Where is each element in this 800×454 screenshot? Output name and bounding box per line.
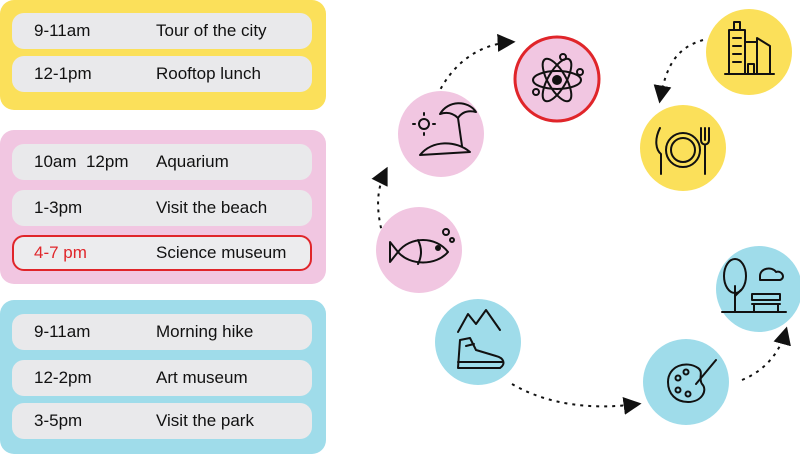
activity-flow-diagram <box>371 9 800 425</box>
fish-icon <box>389 228 455 265</box>
park-tree-bench-icon <box>721 258 787 313</box>
beach-umbrella-icon <box>412 102 477 156</box>
schedule-time: 12-1pm <box>34 64 92 83</box>
schedule-time: 4-7 pm <box>34 243 87 262</box>
schedule-group-blue: 9-11am Morning hike 12-2pm Art museum 3-… <box>0 300 326 454</box>
schedule-time: 10am 12pm <box>34 152 129 171</box>
aquarium-circle <box>376 207 462 293</box>
plate-fork-knife-icon <box>655 127 710 175</box>
schedule-activity: Art museum <box>156 368 248 387</box>
schedule-time: 9-11am <box>34 322 91 341</box>
schedule-activity: Science museum <box>156 243 287 262</box>
atom-icon <box>532 53 584 103</box>
schedule-time: 3-5pm <box>34 411 83 430</box>
hike-circle <box>435 299 521 385</box>
city-circle <box>706 9 792 95</box>
schedule-group-pink: 10am 12pm Aquarium 1-3pm Visit the beach… <box>0 130 326 284</box>
schedule-activity: Aquarium <box>156 152 229 171</box>
schedule-group-yellow: 9-11am Tour of the city 12-1pm Rooftop l… <box>0 0 326 110</box>
schedule-row: 12-2pm Art museum <box>12 360 312 396</box>
schedule-activity: Morning hike <box>156 322 254 341</box>
arrow-city-to-lunch <box>653 39 704 104</box>
schedule-time: 12-2pm <box>34 368 92 387</box>
art-circle <box>643 339 729 425</box>
schedule-time: 1-3pm <box>34 198 83 217</box>
paint-palette-icon <box>667 359 717 403</box>
schedule-activity: Rooftop lunch <box>156 64 261 83</box>
schedule-activity: Visit the park <box>156 411 254 430</box>
schedule-row: 9-11am Morning hike <box>12 314 312 350</box>
schedule-row-highlighted: 4-7 pm Science museum <box>12 235 312 271</box>
schedule-row: 10am 12pm Aquarium <box>12 144 312 180</box>
city-buildings-icon <box>724 21 775 75</box>
schedule-activity: Visit the beach <box>156 198 268 217</box>
arrow-palette-to-park <box>741 326 791 381</box>
arrow-boot-to-palette <box>511 383 642 415</box>
schedule-row: 12-1pm Rooftop lunch <box>12 56 312 92</box>
hiking-boot-icon <box>457 309 505 369</box>
flow-arrows <box>371 33 791 415</box>
schedule-activity: Tour of the city <box>156 21 267 40</box>
arrow-beach-to-atom <box>436 33 516 97</box>
lunch-circle <box>640 105 726 191</box>
schedule-row: 1-3pm Visit the beach <box>12 190 312 226</box>
schedule-row: 3-5pm Visit the park <box>12 403 312 439</box>
beach-circle <box>398 91 484 177</box>
schedule-time: 9-11am <box>34 21 91 40</box>
park-circle <box>716 246 800 332</box>
schedule-row: 9-11am Tour of the city <box>12 13 312 49</box>
